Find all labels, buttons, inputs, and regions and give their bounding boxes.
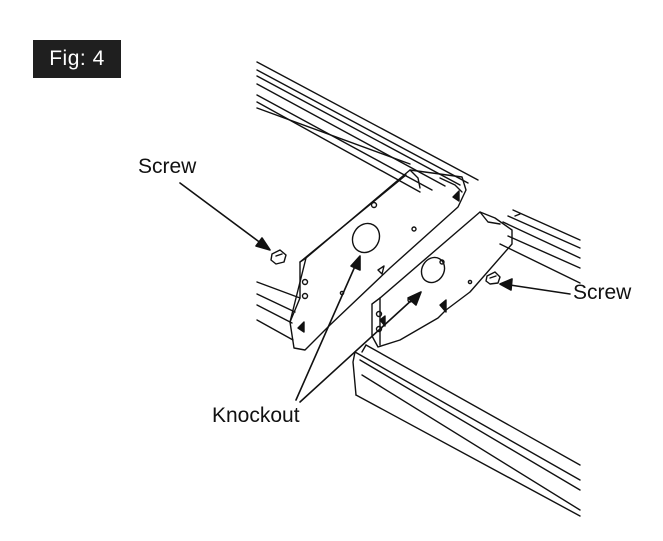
right-screw — [485, 271, 501, 285]
figure-number-badge: Fig: 4 — [33, 40, 121, 78]
screw-callout-right: Screw — [573, 281, 632, 304]
knockout-callout: Knockout — [212, 404, 300, 427]
leader-arrows — [179, 182, 571, 403]
right-lower-rail — [352, 344, 581, 517]
right-upper-rail — [499, 209, 581, 284]
left-mounting-plate — [289, 169, 467, 351]
right-mounting-plate — [371, 211, 513, 348]
screw-callout-left: Screw — [138, 155, 197, 178]
left-lower-rail — [256, 281, 301, 341]
left-upper-rail — [256, 61, 479, 193]
left-screw — [270, 249, 287, 265]
